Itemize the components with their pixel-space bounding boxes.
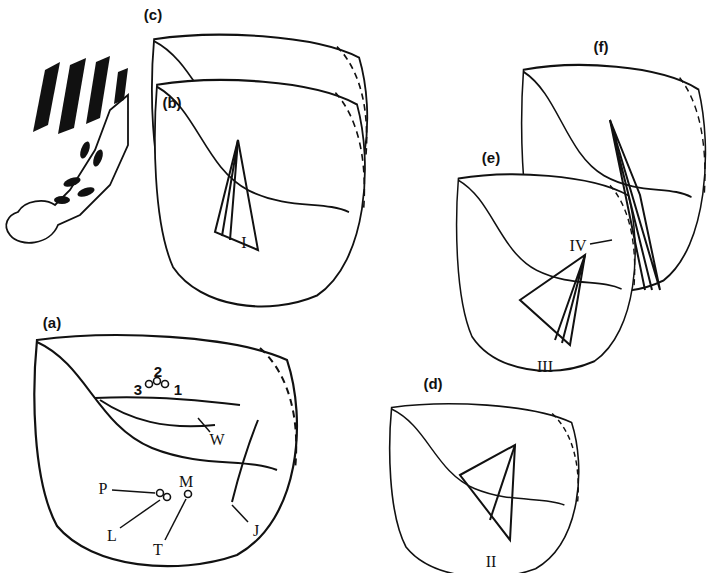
panel-label: I <box>240 234 247 252</box>
panel-label: 1 <box>173 381 183 398</box>
panel-label: 3 <box>133 381 143 398</box>
panel-label: P <box>98 480 109 498</box>
panel-label: (e) <box>481 149 501 166</box>
panel-label: II <box>485 553 498 571</box>
panel-label: (d) <box>422 375 443 392</box>
panel-label: (c) <box>143 6 163 23</box>
panel-label: T <box>152 541 164 559</box>
key-icon <box>6 56 128 243</box>
panel-label: (b) <box>161 94 182 111</box>
panel-e <box>457 174 636 370</box>
panel-d <box>390 404 579 573</box>
panel-label: (f) <box>593 38 610 55</box>
triangles <box>95 120 660 540</box>
panel-label: IV <box>569 237 588 255</box>
panel-label: 2 <box>153 363 163 380</box>
panel-label: III <box>536 358 554 376</box>
panel-a <box>34 335 297 566</box>
panel-label: M <box>178 473 194 491</box>
leader-lines <box>112 240 612 540</box>
panel-label: W <box>208 431 225 449</box>
panel-label: (a) <box>42 314 62 331</box>
panel-label: L <box>106 527 118 545</box>
panel-b <box>155 80 365 306</box>
panel-label: J <box>252 522 260 540</box>
